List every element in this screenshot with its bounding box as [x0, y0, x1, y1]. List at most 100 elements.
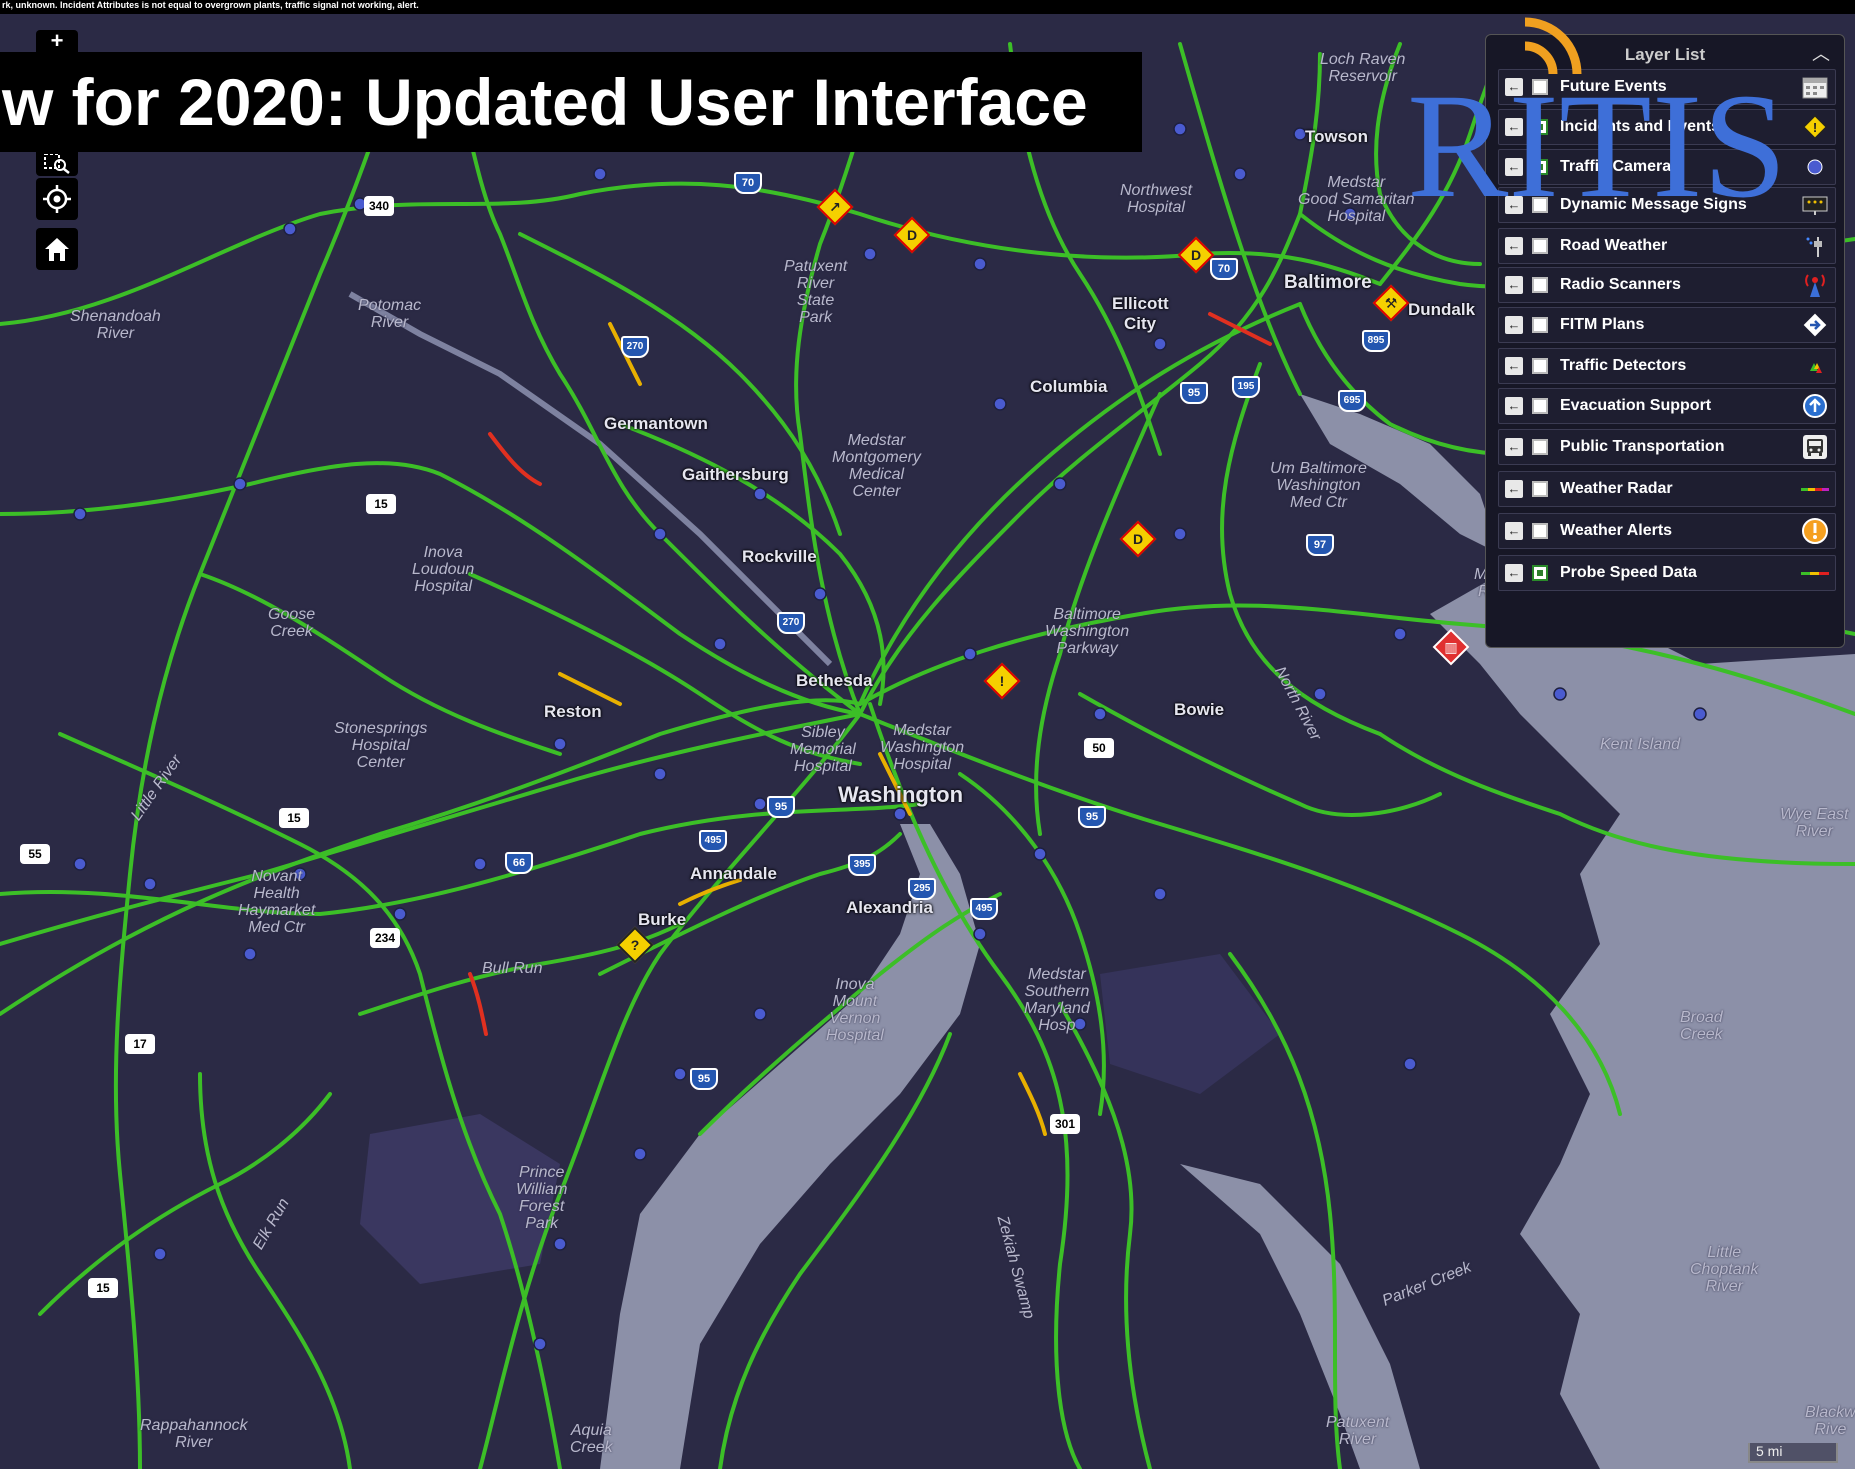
bus-icon: [1801, 433, 1829, 461]
layer-checkbox-probe-speed-data[interactable]: [1532, 565, 1548, 581]
expand-arrow-icon[interactable]: ←: [1505, 118, 1523, 136]
svg-text:!: !: [1813, 120, 1817, 135]
zoom-box-button[interactable]: [36, 152, 78, 176]
ritis-logo: RITIS: [1407, 17, 1787, 208]
layer-row-radio-scanners[interactable]: ← Radio Scanners: [1498, 267, 1836, 303]
layer-checkbox-traffic-detectors[interactable]: [1532, 358, 1548, 374]
logo-signal-arc-1: [1524, 41, 1558, 75]
label-bw-parkway: Baltimore Washington Parkway: [1045, 606, 1130, 657]
warning-diamond-icon: !: [1801, 113, 1829, 141]
radio-tower-icon: [1801, 271, 1829, 299]
label-wye-east: Wye East River: [1780, 806, 1849, 840]
label-medstar-good-samaritan: Medstar Good Samaritan Hospital: [1298, 174, 1415, 225]
map-canvas[interactable]: Towson Baltimore Dundalk Ellicott City C…: [0, 14, 1855, 1469]
banner-title-text: w for 2020: Updated User Interface: [2, 65, 1088, 139]
layer-row-evacuation-support[interactable]: ← Evacuation Support: [1498, 388, 1836, 424]
question-icon: ?: [630, 937, 640, 953]
label-rappahannock: Rappahannock River: [140, 1417, 248, 1451]
expand-arrow-icon[interactable]: ←: [1505, 237, 1523, 255]
detector-icon: [1801, 352, 1829, 380]
layer-row-incidents-and-events[interactable]: ←Incidents and Events!: [1498, 109, 1836, 145]
locate-icon: [43, 185, 71, 213]
shield-i895: 895: [1362, 330, 1390, 352]
layer-checkbox-evacuation-support[interactable]: [1532, 398, 1548, 414]
expand-arrow-icon[interactable]: ←: [1505, 397, 1523, 415]
home-icon: [45, 238, 69, 261]
label-kent-island: Kent Island: [1600, 736, 1681, 753]
locate-button[interactable]: [36, 178, 78, 220]
label-prince-william: Prince William Forest Park: [516, 1164, 568, 1232]
label-potomac: Potomac River: [358, 297, 422, 331]
layer-checkbox-radio-scanners[interactable]: [1532, 277, 1548, 293]
place-alexandria: Alexandria: [846, 898, 933, 917]
expand-arrow-icon[interactable]: ←: [1505, 316, 1523, 334]
layer-checkbox-weather-radar[interactable]: [1532, 481, 1548, 497]
layer-label: Weather Alerts: [1560, 522, 1673, 539]
place-bethesda: Bethesda: [796, 671, 873, 690]
expand-arrow-icon[interactable]: ←: [1505, 78, 1523, 96]
shield-i195: 195: [1232, 376, 1260, 398]
layer-label: Probe Speed Data: [1560, 564, 1697, 581]
label-loch-raven: Loch Raven Reservoir: [1320, 51, 1406, 85]
expand-arrow-icon[interactable]: ←: [1505, 522, 1523, 540]
layer-row-traffic-detectors[interactable]: ← Traffic Detectors: [1498, 348, 1836, 384]
layer-checkbox-dynamic-message-signs[interactable]: [1532, 197, 1548, 213]
layer-row-road-weather[interactable]: ←Road Weather: [1498, 228, 1836, 264]
layer-checkbox-weather-alerts[interactable]: [1532, 523, 1548, 539]
shield-i495-east: 495: [970, 898, 998, 920]
logo-signal-arc-2: [1524, 17, 1582, 75]
road-weather-icon: [1801, 232, 1829, 260]
layer-checkbox-traffic-cameras[interactable]: [1532, 159, 1548, 175]
layer-row-dynamic-message-signs[interactable]: ← Dynamic Message Signs: [1498, 187, 1836, 223]
speed-legend-icon: [1801, 559, 1829, 587]
layer-label: Weather Radar: [1560, 480, 1673, 497]
layer-row-future-events[interactable]: ← Future Events: [1498, 69, 1836, 105]
plus-icon: +: [50, 28, 64, 53]
layer-label: Evacuation Support: [1560, 397, 1712, 414]
layer-checkbox-public-transportation[interactable]: [1532, 439, 1548, 455]
alert-circle-icon: [1801, 517, 1829, 545]
collapse-panel-button[interactable]: ︿: [1808, 41, 1834, 67]
shield-us301: 301: [1050, 1114, 1080, 1134]
layer-checkbox-incidents-and-events[interactable]: [1532, 119, 1548, 135]
evacuation-arrow-icon: [1801, 392, 1829, 420]
layer-row-fitm-plans[interactable]: ←FITM Plans: [1498, 307, 1836, 343]
shield-i95-south: 95: [690, 1068, 718, 1090]
layer-label: Traffic Detectors: [1560, 357, 1687, 374]
layer-row-weather-alerts[interactable]: ← Weather Alerts: [1498, 513, 1836, 549]
layer-row-traffic-cameras[interactable]: ←Traffic Cameras: [1498, 149, 1836, 185]
layer-row-probe-speed-data[interactable]: ← Probe Speed Data: [1498, 555, 1836, 591]
expand-arrow-icon[interactable]: ←: [1505, 158, 1523, 176]
expand-arrow-icon[interactable]: ←: [1505, 564, 1523, 582]
zoom-box-icon: [44, 154, 70, 174]
expand-arrow-icon[interactable]: ←: [1505, 357, 1523, 375]
expand-arrow-icon[interactable]: ←: [1505, 438, 1523, 456]
label-goose-creek: Goose Creek: [268, 606, 316, 640]
traffic-camera-markers: [73, 122, 1807, 1351]
layer-row-public-transportation[interactable]: ←Public Transportation: [1498, 429, 1836, 465]
park-area-3: [1100, 954, 1280, 1094]
closure-icon: ▥: [1444, 639, 1458, 655]
shield-us55: 55: [20, 844, 50, 864]
layer-checkbox-future-events[interactable]: [1532, 79, 1548, 95]
layer-label: Dynamic Message Signs: [1560, 196, 1747, 213]
layer-label: Radio Scanners: [1560, 276, 1681, 293]
detour-icon: D: [1132, 531, 1144, 547]
expand-arrow-icon[interactable]: ←: [1505, 196, 1523, 214]
expand-arrow-icon[interactable]: ←: [1505, 480, 1523, 498]
home-button[interactable]: [36, 228, 78, 270]
shield-i66: 66: [505, 852, 533, 874]
layer-label: Future Events: [1560, 78, 1667, 95]
camera-dot-icon: [1801, 153, 1829, 181]
detour-icon: D: [1190, 247, 1202, 263]
layer-checkbox-fitm-plans[interactable]: [1532, 317, 1548, 333]
layer-checkbox-road-weather[interactable]: [1532, 238, 1548, 254]
place-bowie: Bowie: [1174, 700, 1225, 719]
label-sibley: Sibley Memorial Hospital: [790, 724, 856, 775]
place-towson: Towson: [1305, 127, 1368, 146]
layer-row-weather-radar[interactable]: ← Weather Radar: [1498, 471, 1836, 507]
place-washington: Washington: [838, 782, 964, 807]
logo-text: RITIS: [1407, 63, 1787, 208]
expand-arrow-icon[interactable]: ←: [1505, 276, 1523, 294]
zoom-in-button[interactable]: +: [36, 30, 78, 52]
